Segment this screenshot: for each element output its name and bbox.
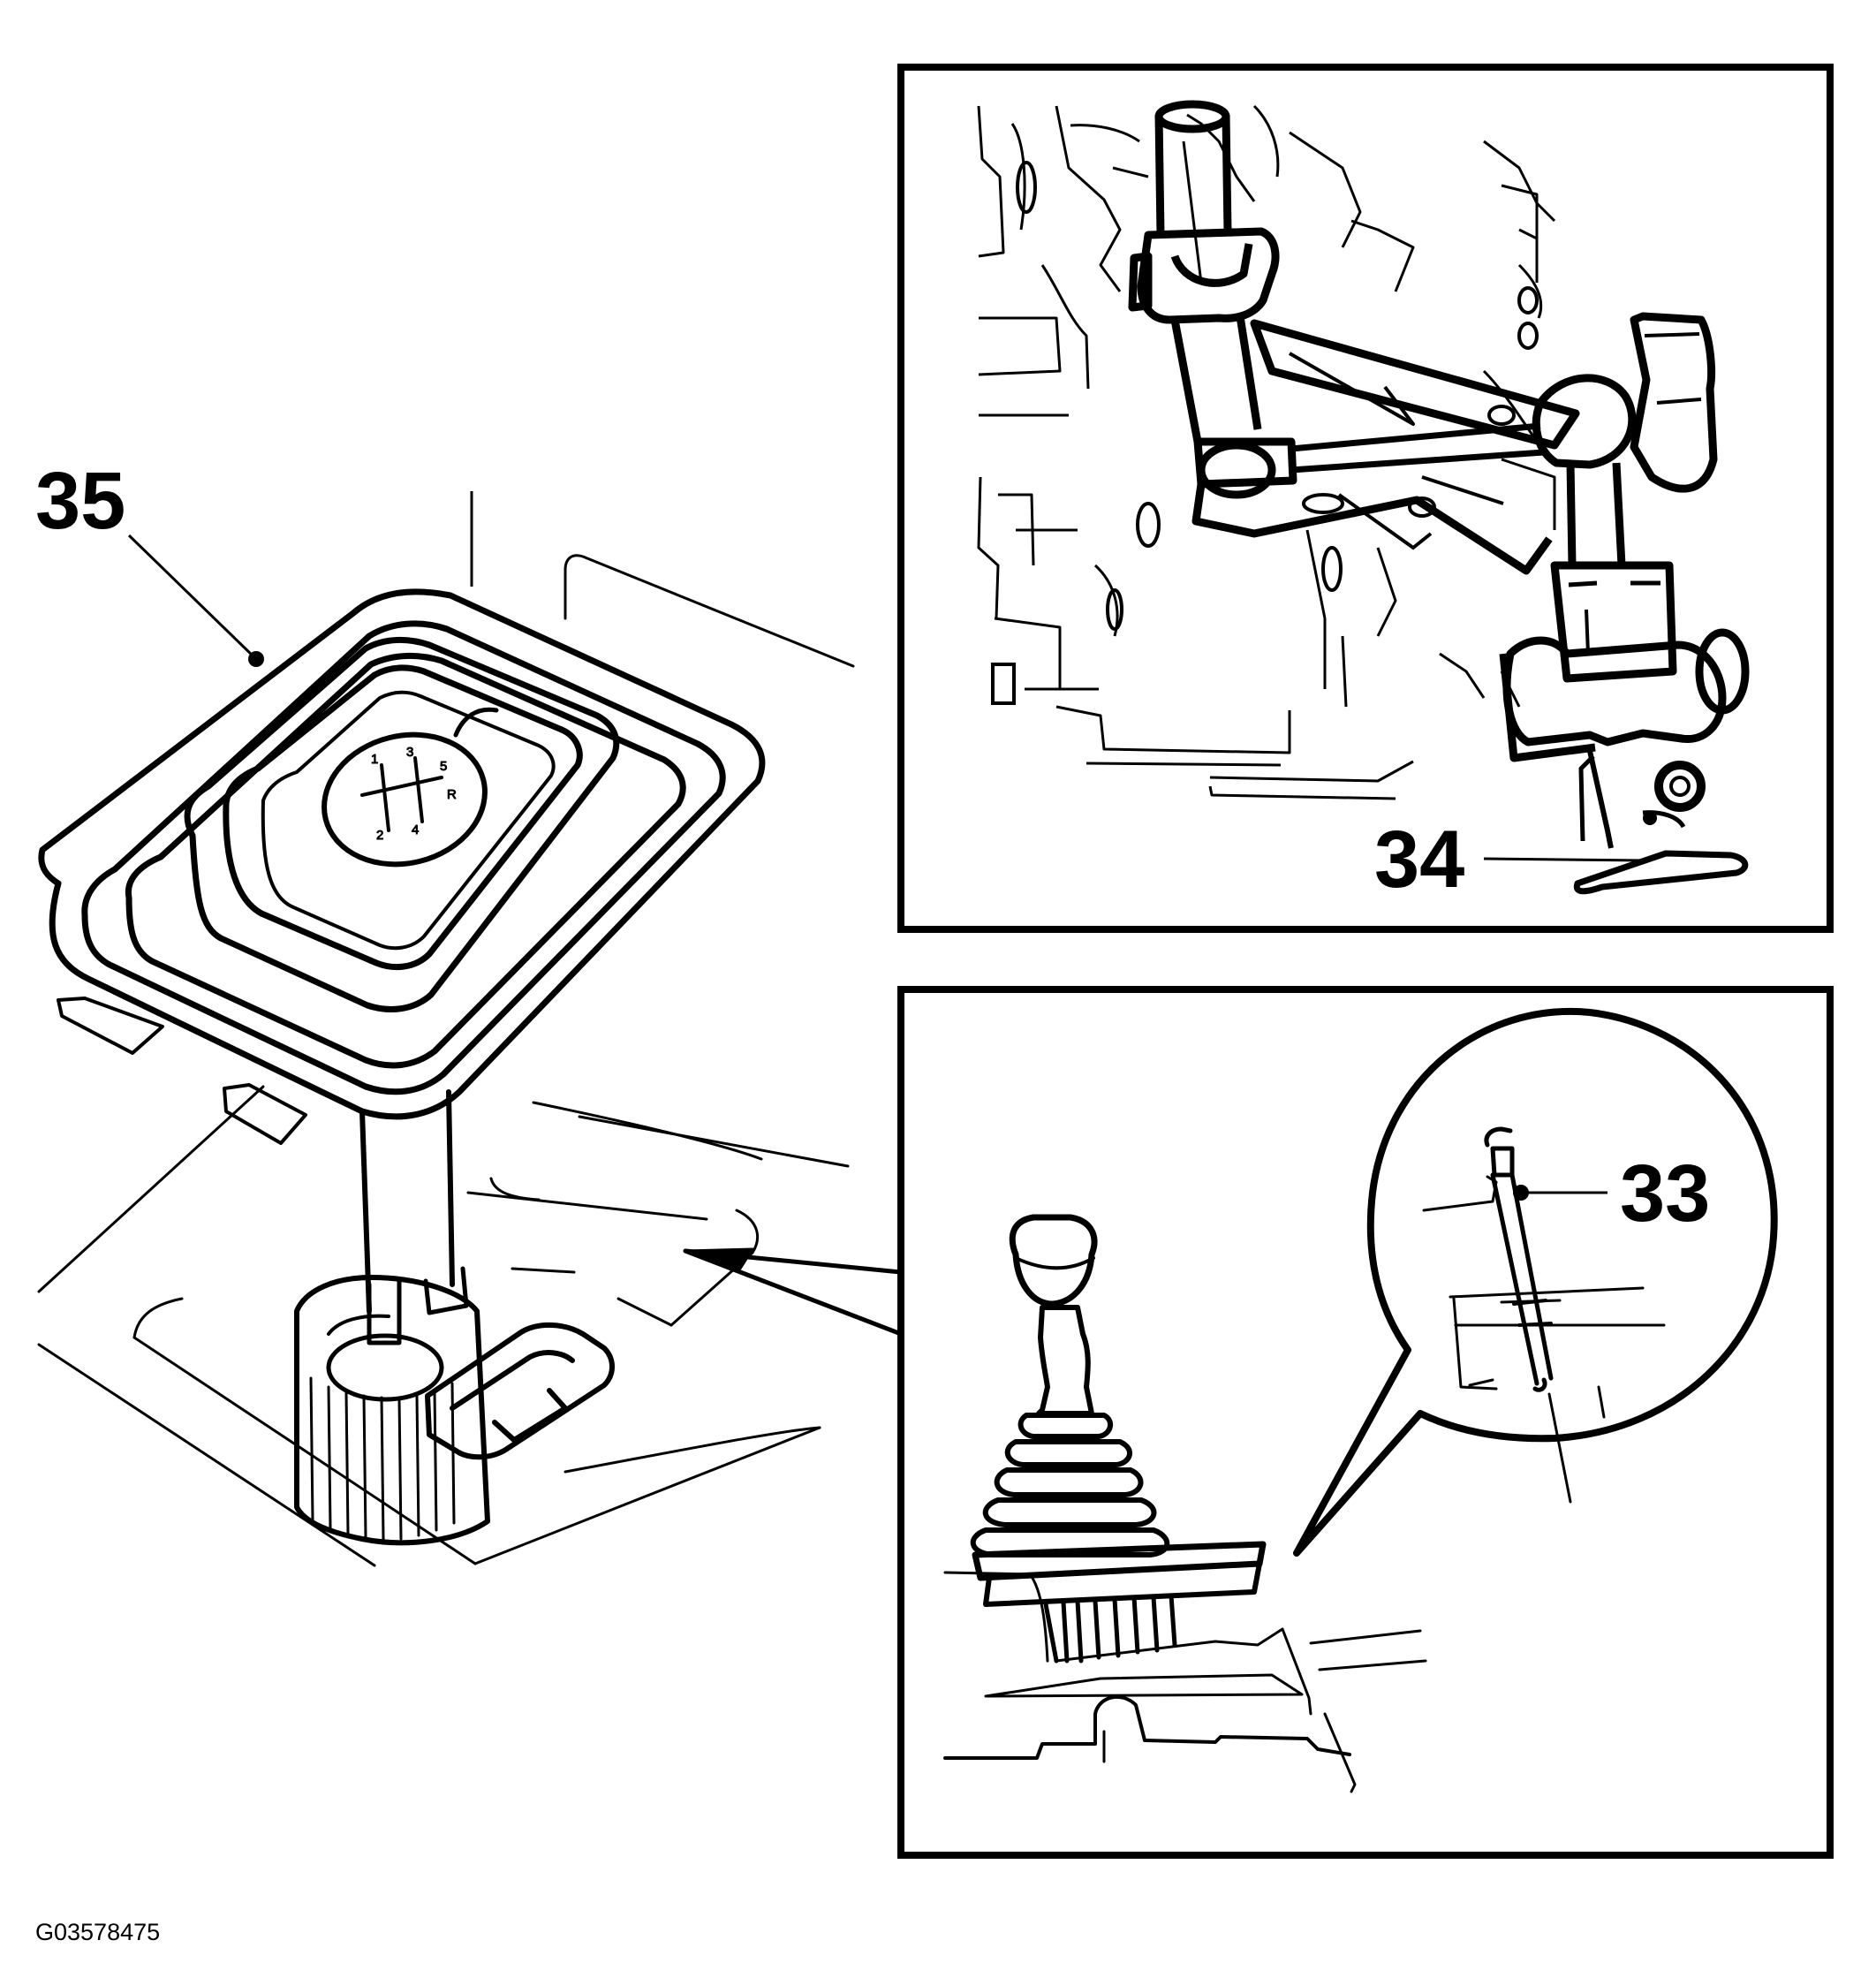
callout-34-label: 34 bbox=[1374, 815, 1464, 905]
boot-tabs bbox=[57, 997, 307, 1145]
gear-label-5: 5 bbox=[440, 759, 447, 774]
retaining-plate bbox=[425, 1322, 615, 1460]
case-bolts bbox=[991, 161, 1539, 705]
inset-linkage-panel: 34 bbox=[897, 64, 1834, 933]
pinch-bolt-and-clip bbox=[1573, 750, 1749, 895]
clamp-detail bbox=[1337, 405, 1516, 550]
shift-boot bbox=[38, 588, 766, 1314]
gear-selector-linkage bbox=[1128, 100, 1750, 762]
knob-pattern-labels: 1 2 3 4 5 R bbox=[371, 745, 458, 844]
transmission-case bbox=[977, 104, 1556, 800]
lever-pivot bbox=[326, 1266, 469, 1402]
gear-label-1: 1 bbox=[371, 752, 378, 767]
callout-33-label: 33 bbox=[1620, 1148, 1710, 1239]
callout-34-dot bbox=[1643, 811, 1657, 825]
figure-id: G03578475 bbox=[35, 1919, 160, 1945]
gear-label-R: R bbox=[447, 787, 457, 802]
console-outline bbox=[37, 554, 855, 1567]
callout-33-group: 33 bbox=[1513, 1148, 1710, 1239]
callout-35-leader bbox=[127, 534, 258, 661]
pointer-arrow bbox=[683, 1247, 904, 1337]
knob-top bbox=[321, 707, 499, 868]
callout-34-group: 34 bbox=[1374, 811, 1657, 905]
callout-35-label: 35 bbox=[35, 456, 125, 546]
knob-pattern-lines bbox=[360, 756, 443, 832]
callout-35-group: 35 bbox=[35, 456, 473, 667]
magnified-lever-detail bbox=[1422, 1126, 1666, 1504]
callout-35-dot bbox=[248, 651, 264, 667]
gear-label-3: 3 bbox=[406, 745, 413, 760]
callout-34-leader bbox=[1483, 857, 1645, 862]
gear-lever-illustration bbox=[943, 1214, 1427, 1793]
inset-lever-panel: 33 bbox=[897, 986, 1834, 1859]
boot-inner-fold bbox=[261, 690, 556, 951]
magnifier-detail bbox=[1293, 1007, 1778, 1557]
callout-33-dot bbox=[1513, 1185, 1529, 1201]
gear-label-2: 2 bbox=[376, 828, 383, 843]
main-illustration: 1 2 3 4 5 R bbox=[37, 554, 904, 1567]
lever-base-ribs bbox=[309, 1376, 456, 1541]
gear-label-4: 4 bbox=[412, 822, 419, 837]
lever-base-housing bbox=[294, 1275, 490, 1546]
